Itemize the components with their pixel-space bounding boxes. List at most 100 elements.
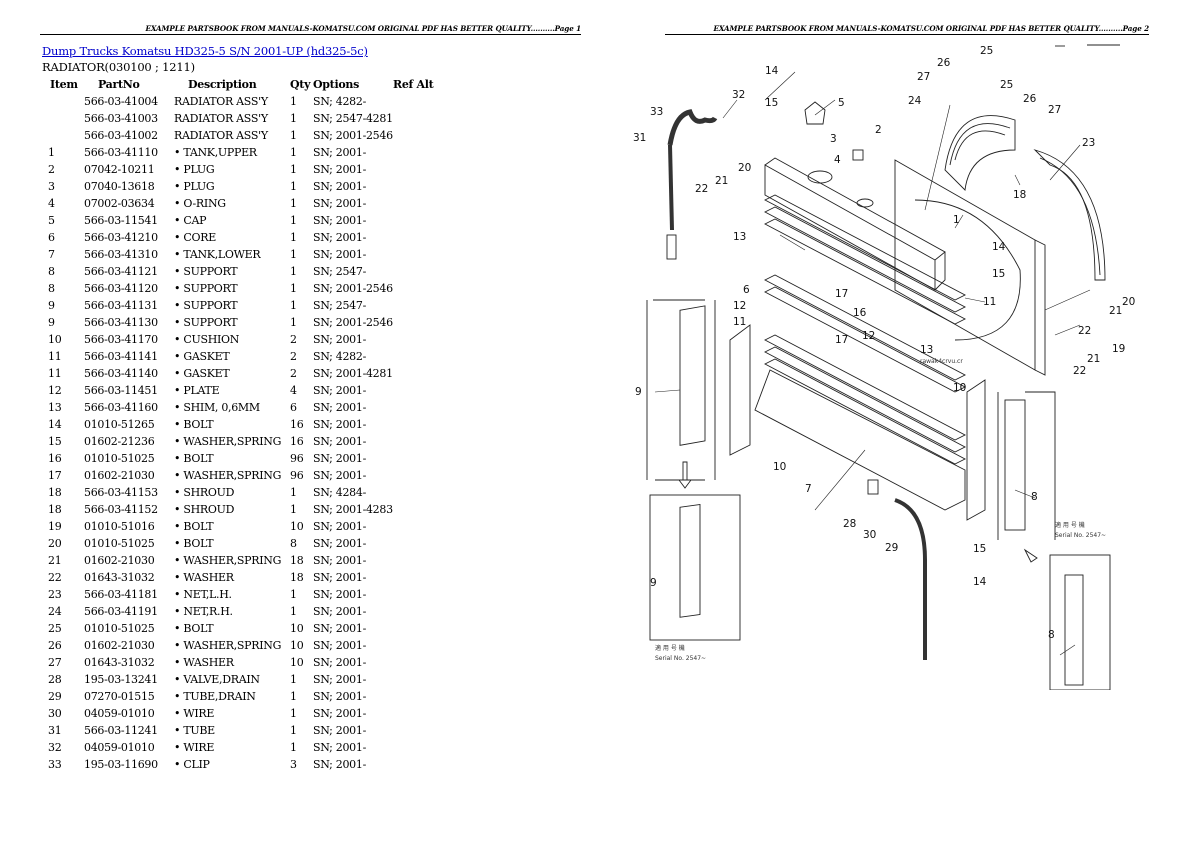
serial-label-left: Serial No. 2547~: [655, 655, 706, 662]
callout-31: 31: [633, 132, 646, 144]
partno-cell: 566-03-41191: [84, 605, 158, 618]
callout-12b: 12: [862, 330, 875, 342]
item-cell: 10: [48, 333, 62, 346]
item-cell: 25: [48, 622, 62, 635]
description-cell: • SHROUD: [174, 503, 235, 516]
options-cell: SN; 2001-: [313, 163, 366, 176]
description-cell: • BOLT: [174, 537, 214, 550]
partno-cell: 01010-51016: [84, 520, 155, 533]
ref-alt-cell: [393, 705, 443, 722]
qty-cell: 8: [290, 537, 297, 550]
partno-cell: 566-03-41210: [84, 231, 158, 244]
item-cell: 28: [48, 673, 62, 686]
tube-31-icon: [666, 109, 718, 260]
support-8-icon: [997, 391, 1111, 690]
ref-alt-cell: [393, 416, 443, 433]
qty-cell: 1: [290, 146, 297, 159]
ref-alt-cell: [393, 331, 443, 348]
drain-valve-28-icon: [867, 479, 879, 495]
ref-alt-cell: [393, 178, 443, 195]
table-header-row: Item PartNo Description Qty Options Ref …: [44, 76, 443, 93]
callout-9b: 9: [650, 577, 657, 589]
qty-cell: 18: [290, 554, 304, 567]
partno-cell: 566-03-41120: [84, 282, 158, 295]
partno-cell: 01010-51025: [84, 537, 155, 550]
item-cell: 7: [48, 248, 55, 261]
callout-10: 10: [953, 382, 966, 394]
callout-21: 21: [715, 175, 728, 187]
qty-cell: 1: [290, 282, 297, 295]
qty-cell: 1: [290, 673, 297, 686]
ref-alt-cell: [393, 569, 443, 586]
item-cell: 21: [48, 554, 62, 567]
callout-13b: 13: [920, 344, 933, 356]
ref-alt-cell: [393, 722, 443, 739]
parts-table: Item PartNo Description Qty Options Ref …: [44, 76, 443, 773]
description-cell: • WASHER,SPRING: [174, 469, 282, 482]
item-cell: 24: [48, 605, 62, 618]
options-cell: SN; 2001-: [313, 418, 366, 431]
partno-cell: 04059-01010: [84, 707, 155, 720]
item-cell: 19: [48, 520, 62, 533]
description-cell: • WASHER,SPRING: [174, 554, 282, 567]
qty-cell: 1: [290, 741, 297, 754]
partno-cell: 01010-51025: [84, 452, 155, 465]
item-cell: [44, 127, 84, 144]
partno-cell: 195-03-13241: [84, 673, 158, 686]
partno-cell: 566-03-41131: [84, 299, 158, 312]
partno-cell: 566-03-41140: [84, 367, 158, 380]
item-cell: 27: [48, 656, 62, 669]
item-cell: 32: [48, 741, 62, 754]
qty-cell: 18: [290, 571, 304, 584]
options-cell: SN; 2001-: [313, 197, 366, 210]
ref-alt-cell: [393, 110, 443, 127]
options-cell: SN; 2001-: [313, 707, 366, 720]
description-cell: • WASHER: [174, 571, 234, 584]
qty-cell: 1: [290, 112, 297, 125]
options-cell: SN; 2001-: [313, 758, 366, 771]
description-cell: • TANK,LOWER: [174, 248, 261, 261]
item-cell: 8: [48, 265, 55, 278]
qty-cell: 1: [290, 605, 297, 618]
qty-cell: 1: [290, 690, 297, 703]
qty-cell: 3: [290, 758, 297, 771]
partno-cell: 566-03-41160: [84, 401, 158, 414]
callout-17: 17: [835, 288, 848, 300]
ref-alt-cell: [393, 518, 443, 535]
ref-alt-cell: [393, 586, 443, 603]
ref-alt-cell: [393, 654, 443, 671]
options-cell: SN; 2001-: [313, 452, 366, 465]
description-cell: • NET,L.H.: [174, 588, 232, 601]
item-cell: 18: [48, 486, 62, 499]
options-cell: SN; 4282-: [313, 95, 366, 108]
item-cell: 1: [48, 146, 55, 159]
model-title-link[interactable]: Dump Trucks Komatsu HD325-5 S/N 2001-UP …: [42, 44, 368, 58]
ref-alt-cell: [393, 263, 443, 280]
qty-cell: 10: [290, 656, 304, 669]
item-cell: 26: [48, 639, 62, 652]
options-cell: SN; 2001-: [313, 401, 366, 414]
callout-11b: 11: [733, 316, 746, 328]
qty-cell: 2: [290, 333, 297, 346]
ref-alt-cell: [393, 93, 443, 110]
description-cell: • BOLT: [174, 452, 214, 465]
description-cell: • PLUG: [174, 180, 215, 193]
description-cell: • SUPPORT: [174, 316, 238, 329]
partno-cell: 01602-21030: [84, 554, 155, 567]
description-cell: • PLATE: [174, 384, 220, 397]
qty-cell: 1: [290, 214, 297, 227]
ref-alt-cell: [393, 212, 443, 229]
